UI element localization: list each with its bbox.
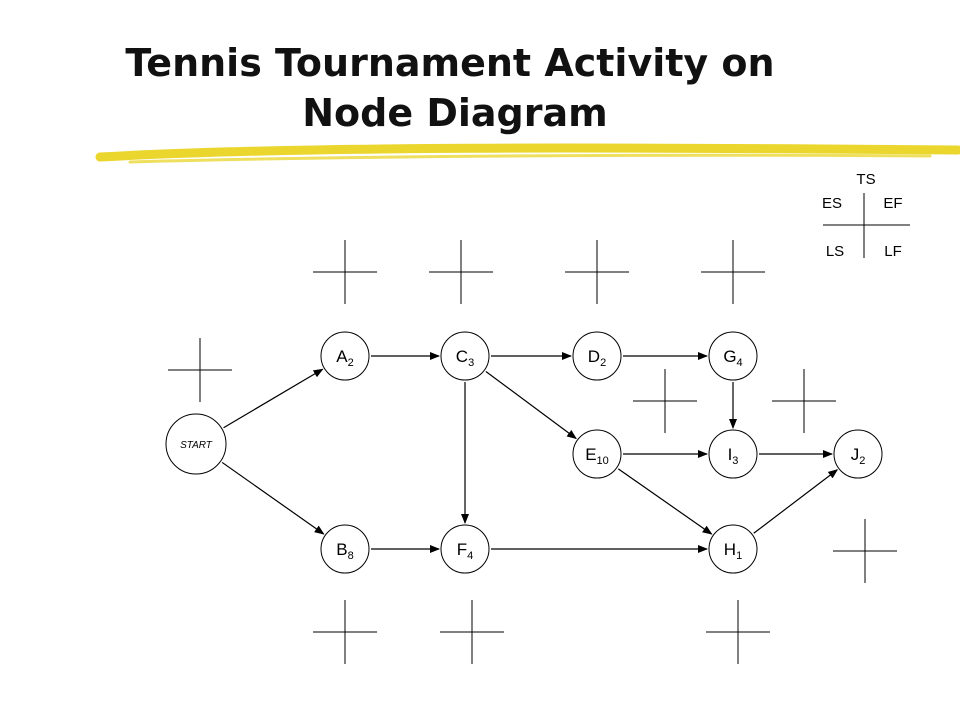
node-a: A2 <box>320 331 370 381</box>
node-e: E10 <box>572 429 622 479</box>
title-line-2: Node Diagram <box>302 91 608 135</box>
legend-es-label: ES <box>822 195 842 212</box>
legend-ef-label: EF <box>883 195 902 212</box>
diagram-title: Tennis Tournament Activity on Node Diagr… <box>0 38 900 138</box>
legend-cross: TS ES EF LS LF <box>822 171 910 260</box>
activity-time-cross <box>440 600 504 664</box>
arrow-e-to-h <box>617 468 713 535</box>
activity-time-cross <box>772 369 836 433</box>
title-line-1: Tennis Tournament Activity on <box>125 41 775 85</box>
legend-ts-label: TS <box>856 171 875 188</box>
activity-time-cross <box>429 240 493 304</box>
node-j: J2 <box>833 429 883 479</box>
activity-time-cross <box>313 600 377 664</box>
activity-time-cross <box>706 600 770 664</box>
activity-time-cross <box>168 338 232 402</box>
activity-time-cross <box>833 519 897 583</box>
activity-time-cross <box>313 240 377 304</box>
node-b: B8 <box>320 524 370 574</box>
legend-ls-label: LS <box>826 243 844 260</box>
node-g: G4 <box>708 331 758 381</box>
arrow-start-to-b <box>221 461 325 535</box>
start-node-label: START <box>180 440 213 451</box>
node-i: I3 <box>708 429 758 479</box>
activity-time-cross <box>565 240 629 304</box>
node-f: F4 <box>440 524 490 574</box>
node-c: C3 <box>440 331 490 381</box>
arrow-start-to-a <box>223 368 324 429</box>
activity-time-cross <box>633 369 697 433</box>
node-i-label: I3 <box>728 445 739 467</box>
title-underline-stroke <box>95 143 960 164</box>
arrow-h-to-j <box>753 469 839 534</box>
activity-time-cross <box>701 240 765 304</box>
node-d: D2 <box>572 331 622 381</box>
precedence-arrows <box>221 352 839 553</box>
legend-lf-label: LF <box>884 243 902 260</box>
node-start: START <box>165 413 227 475</box>
arrow-c-to-e <box>485 371 577 440</box>
node-h: H1 <box>708 524 758 574</box>
time-crosses <box>168 240 897 664</box>
